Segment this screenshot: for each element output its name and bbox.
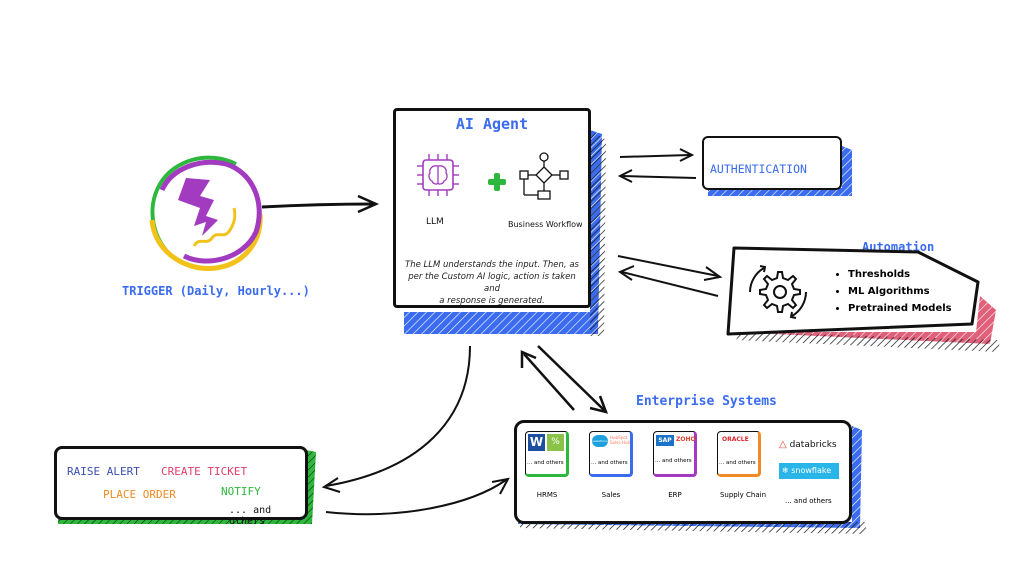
databricks-logo: △ databricks <box>779 439 837 450</box>
supply-chain-others: ... and others <box>719 460 756 466</box>
agent-description-line: per the Custom AI logic, action is taken… <box>408 272 576 294</box>
hrms-others: ... and others <box>527 460 564 466</box>
hrms-label: HRMS <box>536 491 558 499</box>
sales-others: ... and others <box>591 460 628 466</box>
llm-brain-chip-icon <box>417 154 459 196</box>
arrow-agent-automation <box>617 255 719 277</box>
automation-item: ML Algorithms <box>848 283 952 300</box>
agent-description: The LLM understands the input. Then, as … <box>402 259 582 307</box>
authentication-box: AUTHENTICATION <box>702 136 842 190</box>
enterprise-title: Enterprise Systems <box>636 394 777 409</box>
arrow-actions-enterprise <box>325 479 507 516</box>
snowflake-text: snowflake <box>791 466 832 475</box>
erp-tile: SAP ZOHO ... and others <box>653 431 697 477</box>
business-workflow-icon <box>519 152 569 200</box>
actions-others: ... and others <box>229 505 272 527</box>
databricks-text: databricks <box>789 440 837 450</box>
sap-logo: SAP <box>656 435 674 446</box>
arrow-auth-agent <box>621 175 697 179</box>
place-order-action: PLACE ORDER <box>103 488 176 501</box>
arrow-enterprise-agent <box>523 353 575 411</box>
plus-icon <box>488 173 506 191</box>
automation-shadow-hatch <box>736 332 1000 352</box>
zoho-logo: ZOHO <box>676 436 696 443</box>
agent-shadow-hatch <box>590 130 606 336</box>
workflow-label: Business Workflow <box>508 220 583 229</box>
agent-title: AI Agent <box>455 115 529 133</box>
supply-chain-tile: ORACLE ... and others <box>717 431 761 477</box>
automation-list: Thresholds ML Algorithms Pretrained Mode… <box>834 266 952 317</box>
llm-label: LLM <box>426 217 444 227</box>
trigger-lightning-icon <box>149 155 263 271</box>
arrow-agent-auth <box>619 154 691 158</box>
sales-tile: salesforce HubSpot Sales Hub ... and oth… <box>589 431 633 477</box>
authentication-label: AUTHENTICATION <box>710 162 807 176</box>
auth-shadow <box>708 146 852 196</box>
snowflake-logo: ❄ snowflake <box>779 463 839 479</box>
erp-label: ERP <box>668 491 682 499</box>
gear-cycle-icon <box>749 265 807 319</box>
automation-box <box>726 246 980 336</box>
agent-description-line: a response is generated. <box>439 296 545 306</box>
oracle-logo: ORACLE <box>722 436 749 443</box>
create-ticket-action: CREATE TICKET <box>161 465 248 478</box>
supply-chain-label: Supply Chain <box>719 491 767 499</box>
success-factors-logo: % <box>547 434 564 451</box>
hubspot-logo: HubSpot Sales Hub <box>610 435 630 445</box>
agent-description-line: The LLM understands the input. Then, as <box>405 260 579 270</box>
sales-label: Sales <box>601 491 621 499</box>
arrow-automation-agent <box>621 271 719 297</box>
workday-logo: W <box>528 434 545 451</box>
notify-action: NOTIFY <box>221 485 261 498</box>
automation-item: Thresholds <box>848 266 952 283</box>
ai-agent-box: AI Agent LLM Business Workflow The LLM u… <box>393 108 591 308</box>
automation-item: Pretrained Models <box>848 300 952 317</box>
trigger-label: TRIGGER (Daily, Hourly...) <box>122 284 310 298</box>
enterprise-box: W % ... and others HRMS salesforce HubSp… <box>514 420 852 524</box>
raise-alert-action: RAISE ALERT <box>67 465 140 478</box>
salesforce-logo: salesforce <box>592 435 608 447</box>
erp-others: ... and others <box>655 458 692 464</box>
arrow-agent-enterprise <box>537 345 605 411</box>
hrms-tile: W % ... and others <box>525 431 569 477</box>
arrow-agent-actions <box>325 345 471 487</box>
agent-shadow <box>404 130 602 334</box>
actions-box: RAISE ALERT CREATE TICKET PLACE ORDER NO… <box>54 446 308 527</box>
arrow-trigger-agent <box>261 202 375 209</box>
enterprise-others: ... and others <box>785 497 832 505</box>
